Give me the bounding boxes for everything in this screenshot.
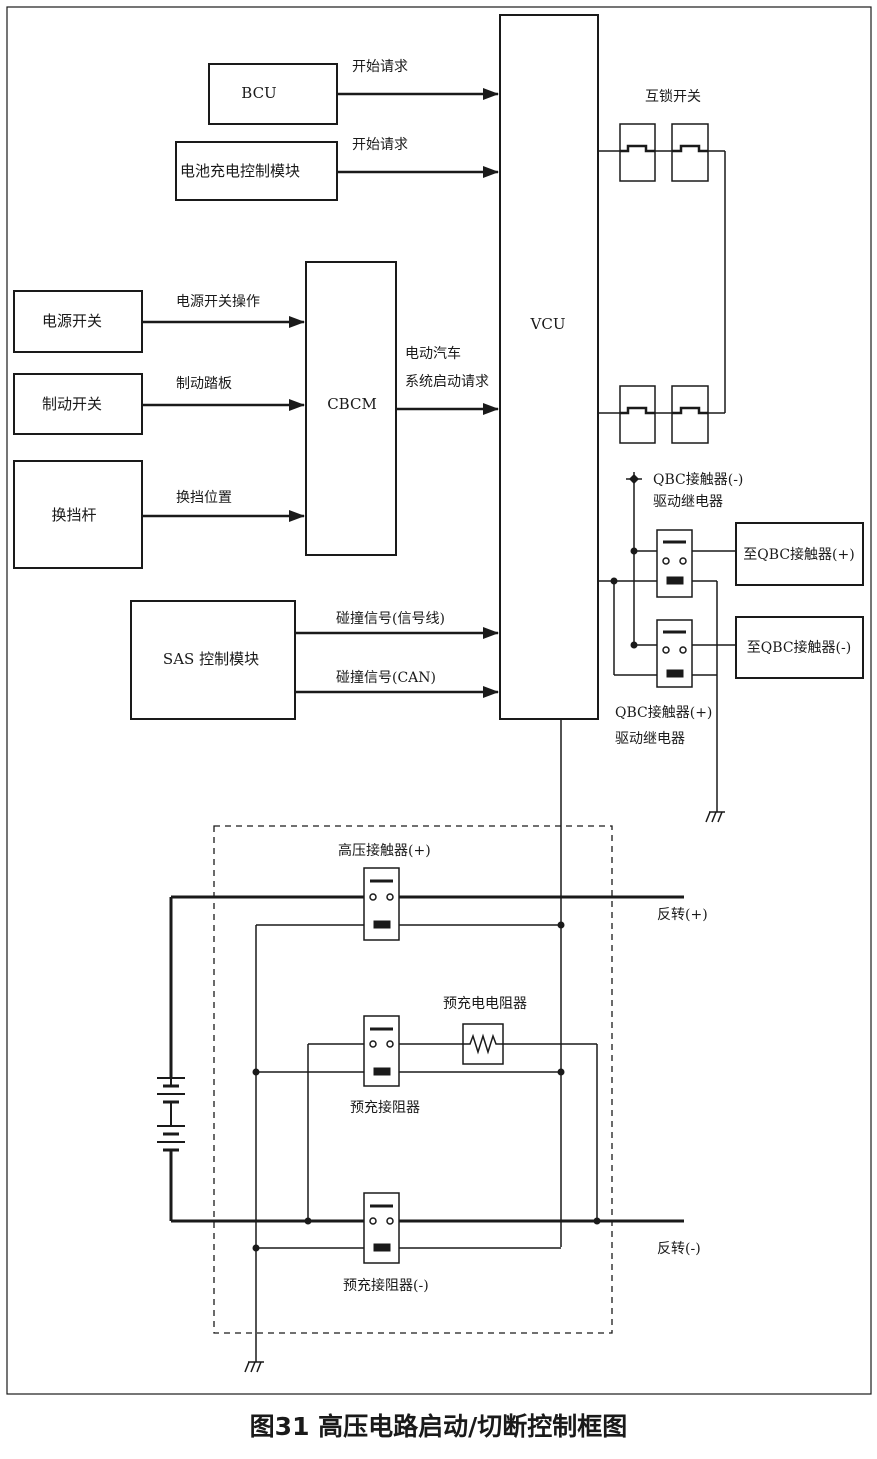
precharge-resistor bbox=[462, 1023, 504, 1065]
precharge-contactor-minus-label: 预充接阻器(-) bbox=[343, 1277, 429, 1294]
qbc-minus-relay-label-2: 驱动继电器 bbox=[653, 494, 723, 510]
bcu-block: BCU bbox=[208, 63, 338, 125]
cbcm-block: CBCM bbox=[305, 261, 397, 556]
hv-plus-rail bbox=[169, 895, 684, 1077]
sas-module-block: SAS 控制模块 bbox=[130, 600, 296, 720]
shift-lever-block: 换挡杆 bbox=[13, 460, 143, 569]
ev-start-request-label-2: 系统启动请求 bbox=[405, 374, 489, 390]
ground-icon-bottom bbox=[244, 1361, 264, 1373]
hv-minus-rail bbox=[169, 1150, 684, 1223]
outer-frame bbox=[6, 6, 872, 1395]
to-qbc-plus-block: 至QBC接触器(+) bbox=[735, 522, 864, 586]
to-qbc-plus-label: 至QBC接触器(+) bbox=[743, 546, 854, 563]
qbc-plus-relay-label-2: 驱动继电器 bbox=[615, 731, 685, 747]
power-switch-block: 电源开关 bbox=[13, 290, 143, 353]
to-qbc-minus-block: 至QBC接触器(-) bbox=[735, 616, 864, 679]
interlock-switch-bottom bbox=[598, 385, 725, 444]
hv-contactor-plus bbox=[363, 867, 400, 941]
qbc-relay-wiring bbox=[598, 472, 736, 812]
collision-wire-label: 碰撞信号(信号线) bbox=[336, 611, 445, 627]
precharge-resistor-label: 预充电电阻器 bbox=[443, 996, 527, 1012]
reverse-plus-label: 反转(+) bbox=[657, 907, 708, 923]
brake-switch-block: 制动开关 bbox=[13, 373, 143, 435]
interlock-label: 互锁开关 bbox=[645, 89, 701, 105]
reverse-minus-label: 反转(-) bbox=[657, 1241, 701, 1257]
vcu-label: VCU bbox=[530, 315, 566, 333]
qbc-minus-relay-label-1: QBC接触器(-) bbox=[653, 471, 743, 488]
precharge-contactor-label: 预充接阻器 bbox=[350, 1099, 420, 1116]
brake-switch-label: 制动开关 bbox=[42, 395, 102, 413]
hv-box-dashed bbox=[213, 825, 613, 1334]
bcu-label: BCU bbox=[241, 84, 276, 102]
shift-position-label: 换挡位置 bbox=[176, 489, 232, 506]
battery-charge-module-label: 电池充电控制模块 bbox=[180, 162, 300, 180]
start-request-label-2: 开始请求 bbox=[352, 137, 408, 153]
interlock-switch-top bbox=[598, 123, 725, 182]
brake-pedal-label: 制动踏板 bbox=[176, 376, 232, 392]
figure-caption: 图31 高压电路启动/切断控制框图 bbox=[249, 1412, 628, 1441]
precharge-contactor-minus bbox=[363, 1192, 400, 1264]
qbc-plus-relay bbox=[656, 619, 693, 688]
hv-contactor-plus-label: 高压接触器(+) bbox=[338, 842, 431, 859]
collision-can-label: 碰撞信号(CAN) bbox=[336, 670, 436, 686]
junction-dots bbox=[252, 921, 601, 1252]
vcu-block: VCU bbox=[499, 14, 599, 720]
start-request-label-1: 开始请求 bbox=[352, 59, 408, 75]
qbc-relay-dots bbox=[610, 474, 642, 649]
ground-icon-right bbox=[705, 811, 725, 823]
precharge-contactor bbox=[363, 1015, 400, 1087]
cbcm-label: CBCM bbox=[327, 395, 377, 413]
power-switch-op-label: 电源开关操作 bbox=[176, 294, 260, 310]
to-qbc-minus-label: 至QBC接触器(-) bbox=[747, 639, 851, 656]
qbc-minus-relay bbox=[656, 529, 693, 598]
battery-charge-module-block: 电池充电控制模块 bbox=[175, 141, 338, 201]
sas-module-label: SAS 控制模块 bbox=[163, 650, 259, 668]
battery-icon bbox=[157, 1077, 185, 1152]
qbc-plus-relay-label-1: QBC接触器(+) bbox=[615, 704, 712, 721]
power-switch-label: 电源开关 bbox=[42, 312, 102, 330]
ev-start-request-label-1: 电动汽车 bbox=[405, 345, 461, 362]
shift-lever-label: 换挡杆 bbox=[51, 506, 96, 524]
coil-circuit-wires bbox=[255, 924, 598, 1362]
